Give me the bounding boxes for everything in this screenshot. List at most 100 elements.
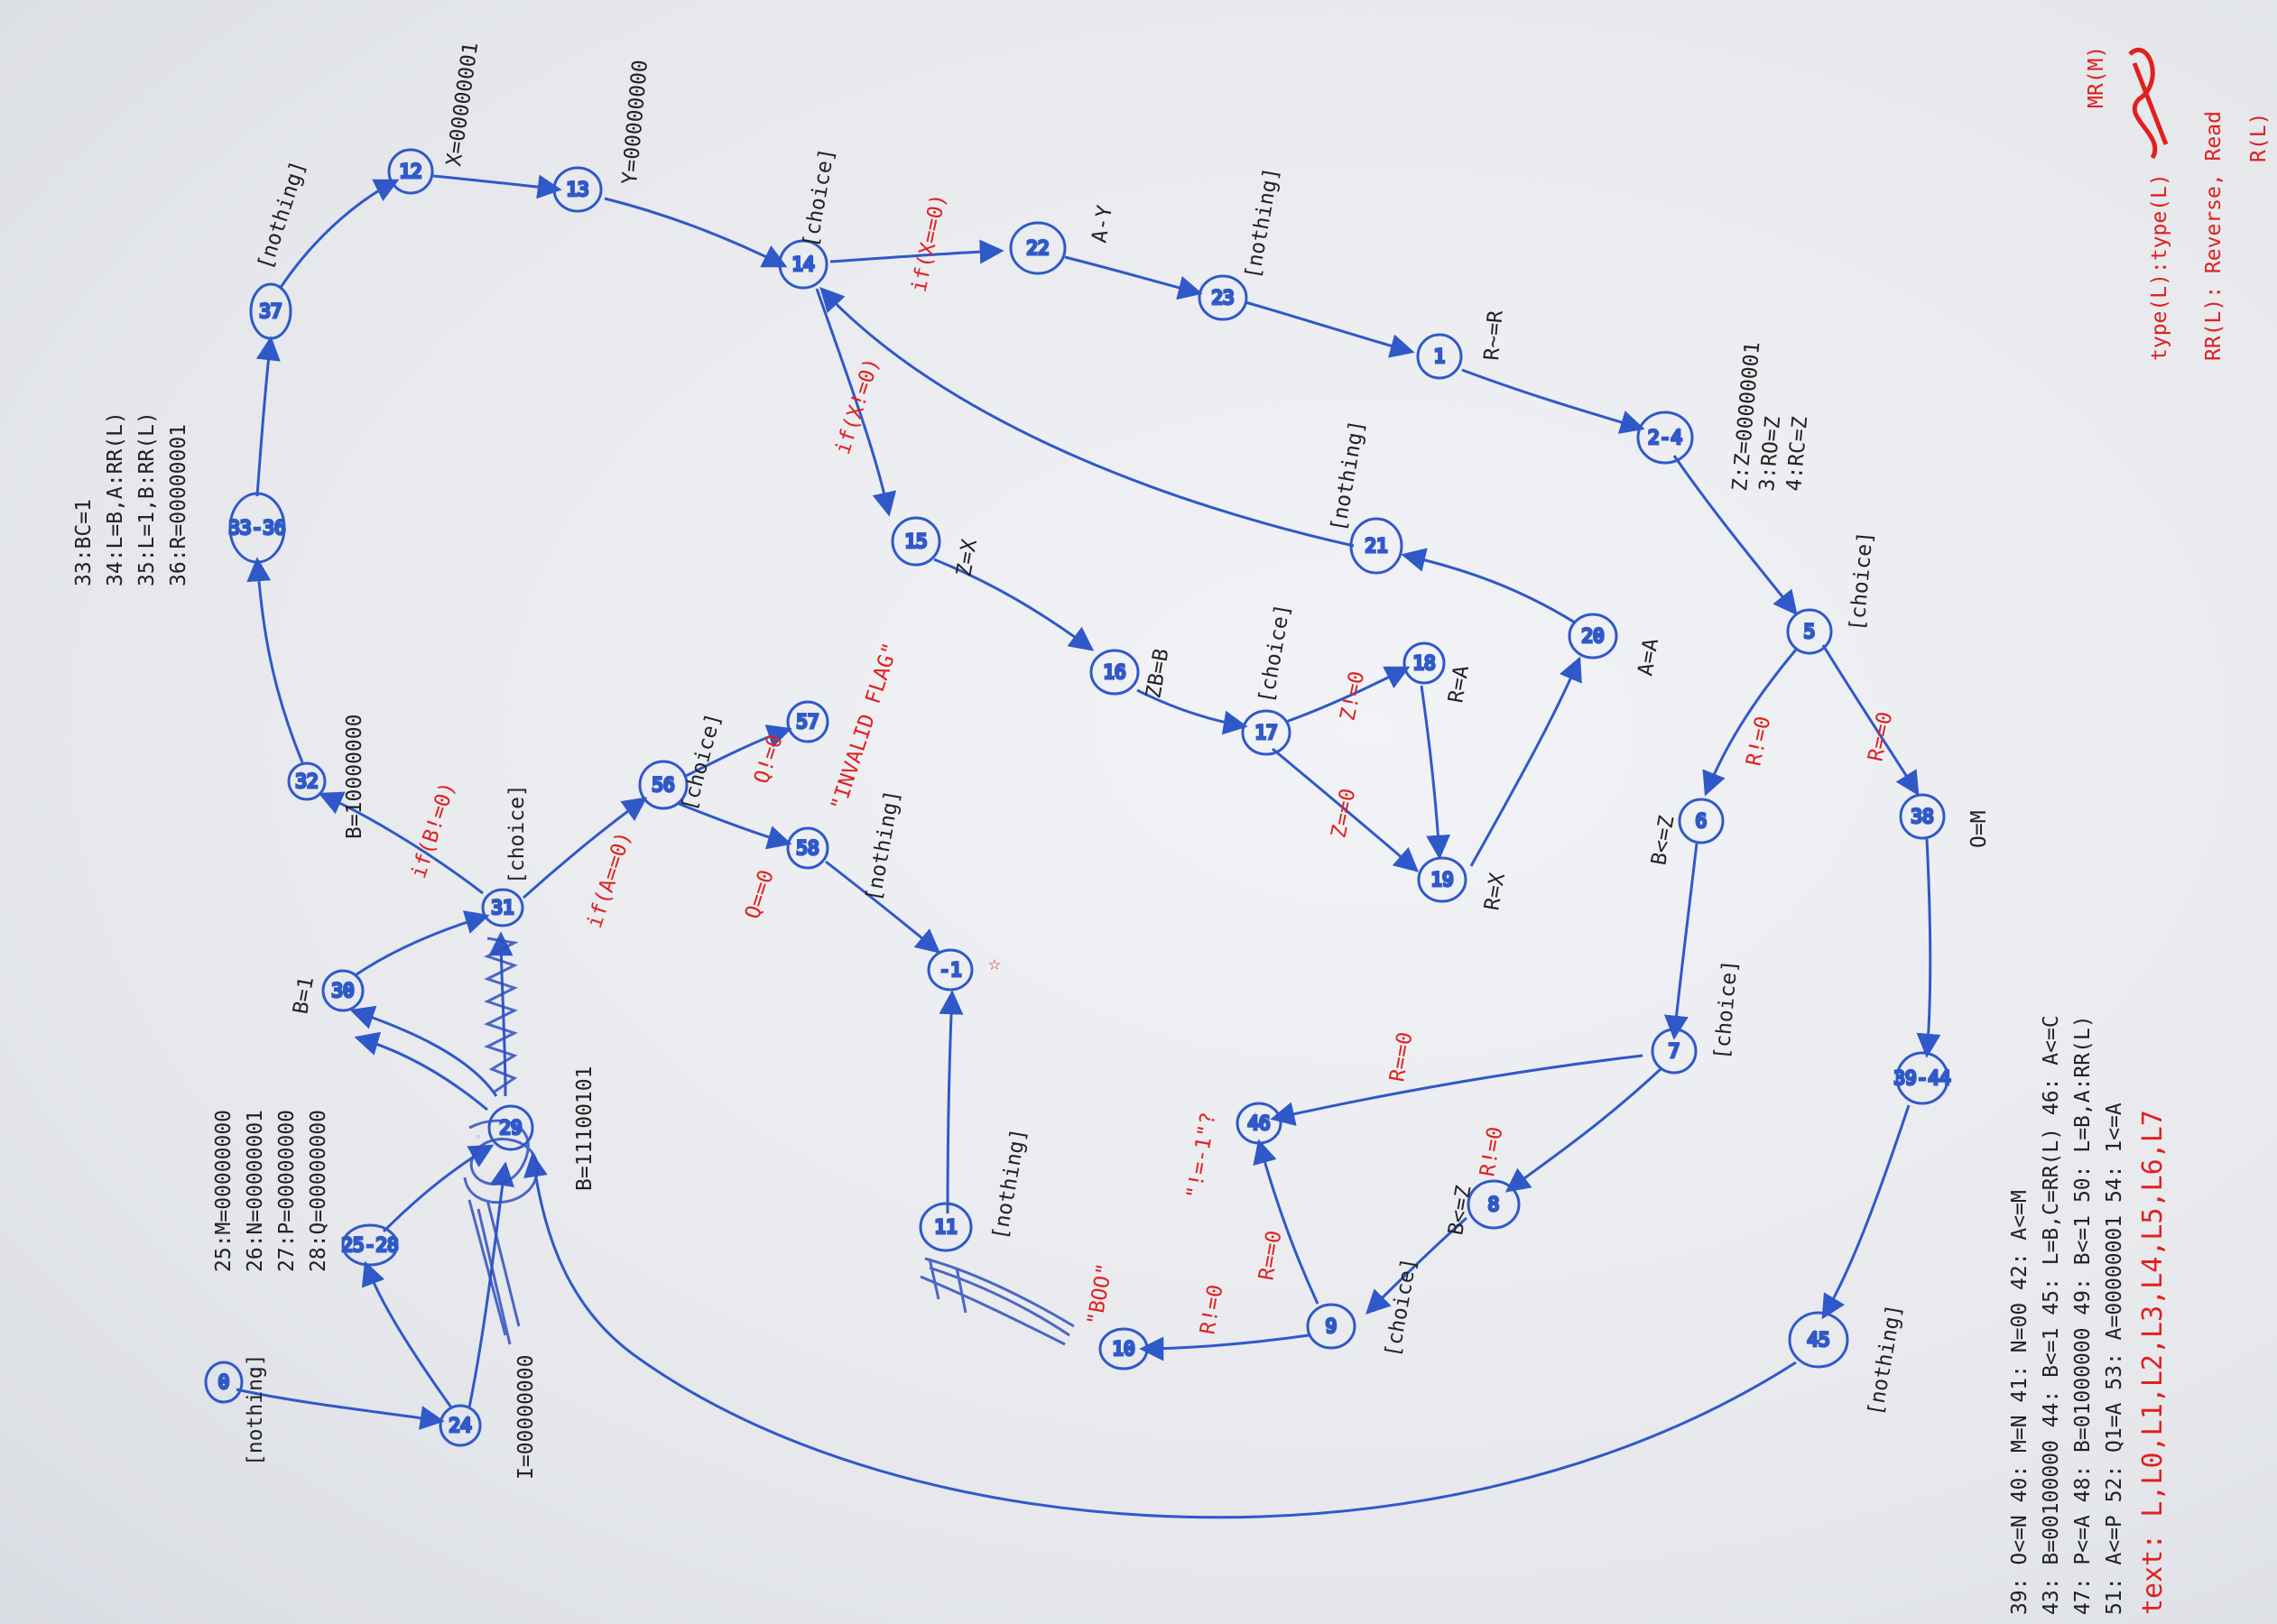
label-choice-31: [choice] xyxy=(505,784,529,884)
label-r-1: R~=R xyxy=(1480,309,1508,362)
note-line-1: 39: O<=N 40: M=N 41: N=00 42: A<=M xyxy=(2008,1190,2032,1615)
node-25-28: 25-28 xyxy=(340,1223,400,1267)
label-r27: 27:P=00000000 xyxy=(275,1110,299,1272)
red-scribble xyxy=(2128,47,2169,160)
svg-text:7: 7 xyxy=(1669,1040,1680,1062)
node-37: 37 xyxy=(249,282,292,340)
label-y-13: Y=00000000 xyxy=(618,59,653,185)
edge-6-7 xyxy=(1663,843,1698,1040)
node-2-4: 2-4 xyxy=(1636,411,1694,465)
node-21: 21 xyxy=(1349,517,1403,575)
svg-text:13: 13 xyxy=(566,179,588,200)
invalid-flag: "INVALID FLAG" xyxy=(827,640,903,813)
label-r26: 26:N=00000001 xyxy=(244,1110,267,1272)
label-s34: 34:L=B,A:RR(L) xyxy=(104,411,127,586)
edge-19-20 xyxy=(1469,656,1582,867)
edge-3336-37 xyxy=(255,336,281,497)
label-z-24b: 3:RO=Z xyxy=(1755,415,1785,492)
cond-q-ne: Q!=0 xyxy=(750,732,788,787)
edge-9-48 xyxy=(1253,1139,1319,1305)
scribble-29 xyxy=(463,1119,539,1345)
label-b-32: B=10000000 xyxy=(343,715,366,839)
label-i-init: I=00000000 xyxy=(514,1355,538,1480)
cond-r-eq-48: R==0 xyxy=(1385,1030,1417,1084)
edge-7-8 xyxy=(1504,1067,1662,1193)
edge-16-17 xyxy=(1136,688,1248,735)
cond-if-x1: if(X!=0) xyxy=(831,355,884,457)
label-b-29: B=11100101 xyxy=(573,1066,597,1191)
edge-58-m1 xyxy=(825,860,941,954)
edge-12-13 xyxy=(432,174,562,199)
svg-text:56: 56 xyxy=(652,774,674,796)
note-top-1: type(L):type(L) xyxy=(2148,173,2171,361)
edge-5-6 xyxy=(1702,649,1798,797)
edge-32-3336 xyxy=(246,557,304,763)
edge-37-12 xyxy=(278,179,400,290)
edge-11-m1 xyxy=(939,990,964,1214)
label-nothing-23: [nothing] xyxy=(1241,166,1283,281)
edge-21-14 xyxy=(819,287,1355,548)
note-line-4: 51: A<=P 52: Q1=A 53: A=00000001 54: 1<=… xyxy=(2103,1103,2126,1615)
svg-text:2-4: 2-4 xyxy=(1648,427,1682,448)
svg-text:15: 15 xyxy=(904,531,927,552)
cond-r1-ne-8: R!=0 xyxy=(1476,1125,1507,1178)
svg-text:32: 32 xyxy=(295,770,318,792)
svg-text:23: 23 xyxy=(1211,287,1234,309)
node-32: 32 xyxy=(287,761,327,801)
label-bz-8: B<=Z xyxy=(1444,1184,1476,1237)
node-1: 1 xyxy=(1416,333,1463,380)
edge-29-30 xyxy=(349,1005,498,1097)
edge-31-32 xyxy=(318,791,484,895)
scribbles xyxy=(463,937,1075,1346)
label-r25: 25:M=00000000 xyxy=(212,1110,236,1272)
edge-25-29 xyxy=(382,1144,495,1233)
cond-r-ne-6: R!=0 xyxy=(1742,715,1775,769)
label-choice-56: [choice] xyxy=(678,711,727,814)
cond-z-ne: Z!=0 xyxy=(1336,669,1369,724)
edge-8-9 xyxy=(1365,1216,1467,1315)
cond-q-eq: Q==0 xyxy=(741,867,779,922)
label-o-38: O=M xyxy=(1967,810,1991,848)
label-choice-14: [choice] xyxy=(799,146,839,249)
node-15: 15 xyxy=(891,516,941,567)
red-labels: if(B!=0) if(A==0) Q!=0 Q==0 "INVALID FLA… xyxy=(407,191,1897,1336)
edge-3944-45 xyxy=(1821,1104,1911,1320)
svg-text:10: 10 xyxy=(1112,1338,1134,1360)
svg-text:18: 18 xyxy=(1412,652,1435,674)
node-7: 7 xyxy=(1651,1028,1698,1075)
svg-text:0: 0 xyxy=(218,1371,230,1393)
edge-23-1 xyxy=(1245,300,1415,358)
label-zb-16: ZB=B xyxy=(1142,647,1173,700)
label-nothing-21: [nothing] xyxy=(1327,419,1369,533)
node-20: 20 xyxy=(1568,613,1618,660)
node-minus-1: -1 xyxy=(927,948,974,992)
boo: "BOO" xyxy=(1083,1261,1117,1327)
note-line-2: 43: B=00100000 44: B<=1 45: L=B,C=RR(L) … xyxy=(2040,1015,2063,1615)
label-nothing-45: [nothing] xyxy=(1864,1303,1906,1417)
svg-text:37: 37 xyxy=(259,300,282,322)
label-choice-7: [choice] xyxy=(1710,959,1743,1061)
label-nothing-0: [nothing] xyxy=(244,1353,267,1466)
edge-24b-5 xyxy=(1672,455,1798,616)
node-58: 58 xyxy=(786,826,829,870)
node-11: 11 xyxy=(919,1202,973,1252)
node-48: 48 xyxy=(1257,1121,1261,1125)
svg-text:25-28: 25-28 xyxy=(341,1234,398,1256)
svg-text:58: 58 xyxy=(796,837,819,859)
label-a-20: A=A xyxy=(1634,636,1663,678)
nodes: 0 24 25-28 29 30 31 32 33-36 37 12 13 14… xyxy=(204,148,1952,1447)
node-5: 5 xyxy=(1786,608,1833,655)
label-nothing-37: [nothing] xyxy=(254,158,310,272)
cond-if-x0: if(X==0) xyxy=(907,191,950,294)
edge-1-24b xyxy=(1461,368,1645,434)
svg-text:38: 38 xyxy=(1911,806,1933,827)
svg-text:29: 29 xyxy=(499,1117,522,1139)
node-23: 23 xyxy=(1198,274,1248,321)
edge-17-19 xyxy=(1272,747,1420,872)
node-19: 19 xyxy=(1417,856,1467,903)
node-38: 38 xyxy=(1899,793,1946,840)
label-s35: 35:L=1,B:RR(L) xyxy=(135,411,159,586)
label-choice-17: [choice] xyxy=(1254,602,1295,705)
node-16: 16 xyxy=(1089,649,1140,696)
